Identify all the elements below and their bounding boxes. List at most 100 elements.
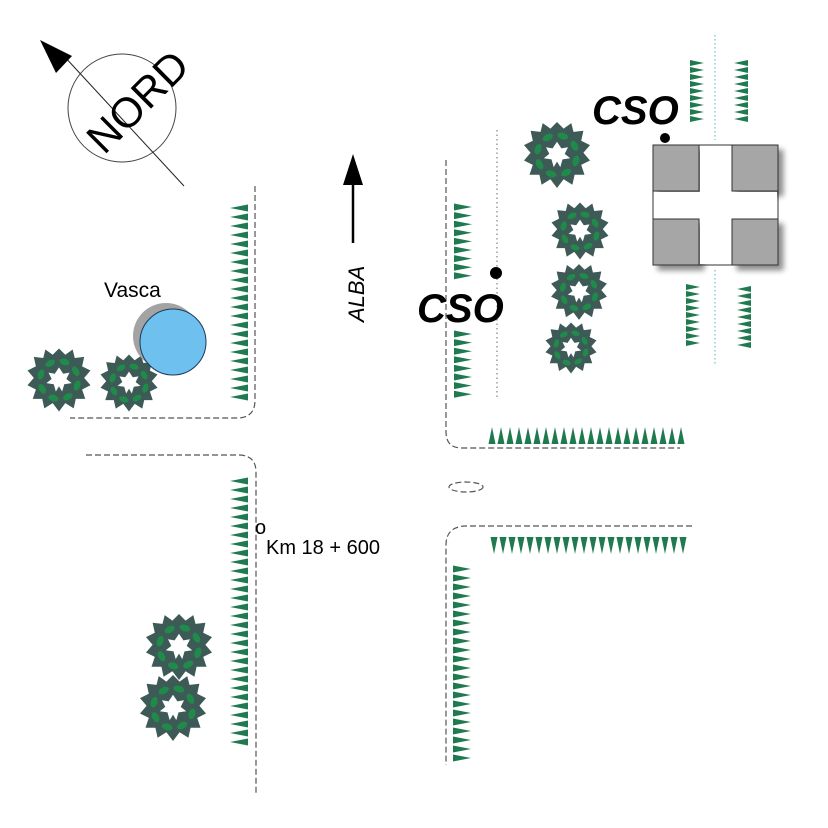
hedge-triangle-icon [230,657,248,665]
road-edge-sw [86,454,257,795]
hedge-triangle-icon [230,576,248,584]
hedge-triangle-icon [454,390,472,398]
tree-icon [524,122,590,188]
hedge-triangle-icon [690,81,704,87]
hedge-triangle-icon [230,495,248,503]
hedge-triangle-icon [677,427,685,444]
hedge-triangle-icon [661,537,669,554]
hedge-triangle-icon [690,109,704,115]
hedge-triangle-icon [230,738,248,746]
hedge-triangle-icon [734,88,748,94]
hedge-triangle-icon [230,594,248,602]
building-block-nw [652,144,700,192]
hedge-triangle-icon [737,286,751,292]
hedge-triangle-icon [589,537,597,554]
hedge-triangle-icon [453,682,471,690]
building-block-sw [652,218,700,266]
hedge-triangle-icon [453,628,471,636]
hedge-triangle-icon [453,700,471,708]
hedge-triangle-icon [230,630,248,638]
hedge-triangle-icon [454,212,472,220]
hedge-triangle-icon [230,486,248,494]
hedge-triangle-icon [508,537,516,554]
hedge-triangle-icon [230,666,248,674]
hedge-triangle-icon [454,272,472,280]
hedge-triangle-icon [230,213,248,221]
hedge-triangle-icon [734,81,748,87]
hedge-triangle-icon [616,537,624,554]
hedge-triangle-icon [453,709,471,717]
hedge-triangle-icon [553,537,561,554]
hedge-triangle-icon [453,592,471,600]
hedge-triangle-icon [230,729,248,737]
hedge-triangle-icon [686,333,700,339]
hedge-triangle-icon [454,364,472,372]
hedge-triangle-icon [453,736,471,744]
hedge-triangle-icon [659,427,667,444]
hedge-triangle-icon [230,222,248,230]
hedge-triangle-icon [230,567,248,575]
hedge-triangle-icon [544,537,552,554]
hedge-triangle-icon [454,330,472,338]
hedge-triangle-icon [230,231,248,239]
hedge-triangle-icon [453,637,471,645]
hedge-triangle-icon [737,328,751,334]
tree-icon [146,614,212,680]
cso-point-icon [490,267,502,279]
hedge-triangle-icon [454,373,472,381]
hedge-triangle-icon [453,610,471,618]
manhole-outline [448,481,484,493]
hedge-triangle-icon [230,267,248,275]
road-edge-se [445,525,692,765]
hedge-triangle-icon [453,655,471,663]
hedge-triangle-icon [454,237,472,245]
hedge-triangle-icon [230,204,248,212]
hedge-triangle-icon [734,116,748,122]
compass-circle [67,53,177,163]
hedge-triangle-icon [562,537,570,554]
hedge-triangle-icon [230,384,248,392]
hedge-triangle-icon [230,285,248,293]
hedge-triangle-icon [515,427,523,444]
cso-left-label: CSO [417,287,504,331]
hedge-triangle-icon [453,727,471,735]
cso-right: CSO [592,89,679,143]
hedge-triangle-icon [668,427,676,444]
km-point: o [255,517,266,539]
hedge-triangle-icon [454,229,472,237]
hedge-triangle-icon [625,537,633,554]
hedge-triangle-icon [737,307,751,313]
hedge-triangle-icon [230,348,248,356]
hedge-triangle-icon [686,305,700,311]
compass-label: NORD [77,41,198,162]
hedge-triangle-icon [230,558,248,566]
hedge-triangle-icon [571,537,579,554]
hedge-triangle-icon [641,427,649,444]
hedge-triangle-icon [734,95,748,101]
hedge-triangle-icon [230,684,248,692]
hedge-triangle-icon [230,720,248,728]
direction-label: ALBA [344,266,369,324]
hedge-triangle-icon [643,537,651,554]
hedge-triangle-icon [230,330,248,338]
hedge-triangle-icon [690,74,704,80]
km-marker: o Km 18 + 600 [255,517,380,559]
hedge-triangle-icon [230,522,248,530]
tree-icon [545,322,597,374]
hedge-triangle-icon [737,321,751,327]
hedge-triangle-icon [230,258,248,266]
hedge-triangle-icon [454,220,472,228]
hedge-triangle-icon [230,603,248,611]
hedge-triangle-icon [230,393,248,401]
km-label: Km 18 + 600 [266,537,380,559]
hedge-triangle-icon [453,583,471,591]
hedge-triangle-icon [454,263,472,271]
hedge-triangle-icon [734,67,748,73]
trees [27,122,609,741]
hedge-triangle-icon [230,549,248,557]
hedge-triangle-icon [686,291,700,297]
basin: Vasca [104,279,207,376]
hedge-triangle-icon [690,67,704,73]
hedge-triangle-icon [230,303,248,311]
hedge-triangle-icon [454,203,472,211]
